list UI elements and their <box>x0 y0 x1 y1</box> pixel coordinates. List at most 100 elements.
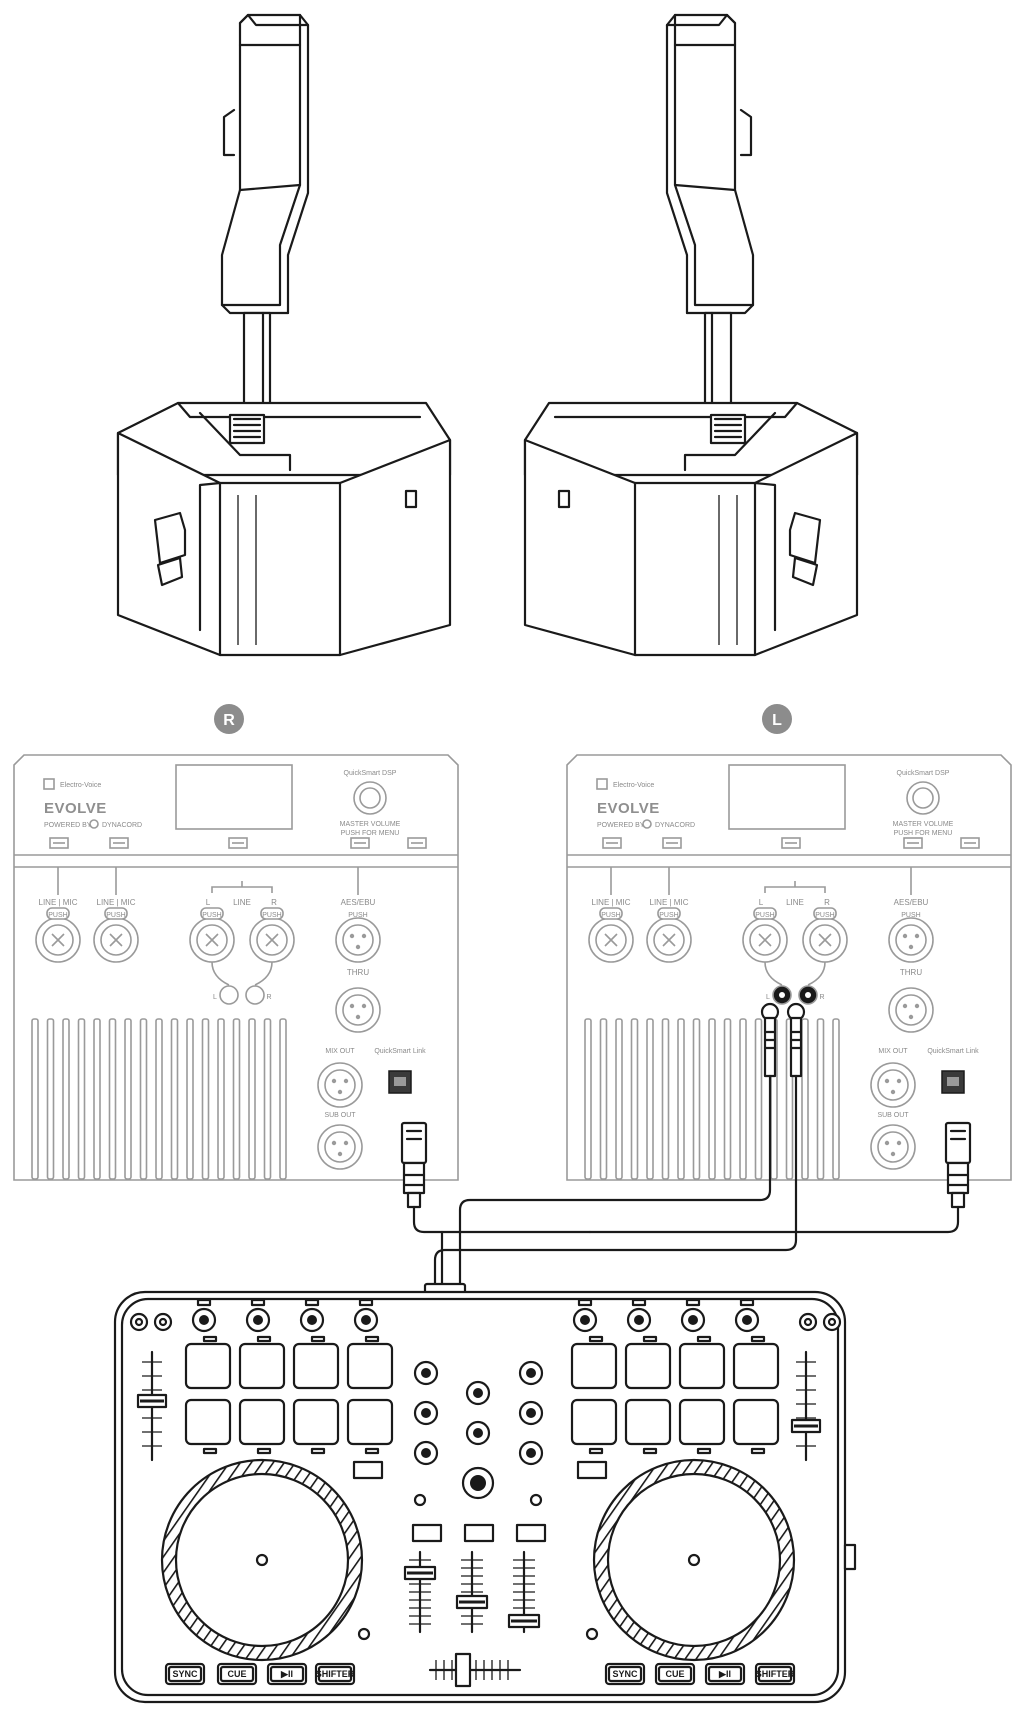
xlr-sub-out <box>317 1124 363 1170</box>
transport-button-label: ▶II <box>718 1669 731 1679</box>
knob-sub-label: PUSH FOR MENU <box>894 830 953 837</box>
speaker-left-illustration <box>523 13 859 657</box>
line-header-label: LINE <box>233 898 251 907</box>
mix-out-label: MIX OUT <box>878 1048 908 1055</box>
thru-label: THRU <box>900 968 922 977</box>
line-l-label: L <box>759 898 764 907</box>
rca-l-label: L <box>213 994 217 1001</box>
cables <box>400 1002 972 1296</box>
sub-out-label: SUB OUT <box>324 1112 356 1119</box>
transport-button-label: SYNC <box>612 1669 638 1679</box>
push-label: PUSH <box>755 912 774 919</box>
speaker-right-illustration <box>116 13 452 657</box>
function-button[interactable] <box>463 1523 495 1543</box>
knob-top-label: QuickSmart DSP <box>344 770 397 777</box>
performance-pad <box>184 1342 232 1390</box>
brand-label: EVOLVE <box>597 800 660 817</box>
function-button[interactable] <box>352 1460 384 1480</box>
line-r-label: R <box>824 898 830 907</box>
thru-label: THRU <box>347 968 369 977</box>
transport-button[interactable]: SYNC <box>164 1662 206 1686</box>
panel-tab <box>781 837 801 849</box>
rca-r-label: R <box>819 994 824 1001</box>
transport-button[interactable]: CUE <box>216 1662 258 1686</box>
master-volume-knob <box>353 781 387 815</box>
panel-tab <box>903 837 923 849</box>
panel-tab <box>407 837 427 849</box>
panel-tab <box>228 837 248 849</box>
master-volume-knob <box>906 781 940 815</box>
push-label: PUSH <box>601 912 620 919</box>
transport-button[interactable]: ▶II <box>266 1662 308 1686</box>
performance-pad <box>292 1398 340 1446</box>
sub-out-label: SUB OUT <box>877 1112 909 1119</box>
quicksmart-link-label: QuickSmart Link <box>374 1048 426 1055</box>
transport-button-label: CUE <box>227 1669 246 1679</box>
line-r-label: R <box>271 898 277 907</box>
performance-pad <box>732 1398 780 1446</box>
mixer-knob <box>518 1400 544 1426</box>
lcd-screen <box>728 764 846 830</box>
performance-pad <box>624 1342 672 1390</box>
input-1-label: LINE | MIC <box>592 898 631 907</box>
xlr-aes-in <box>888 917 934 963</box>
performance-pad <box>184 1398 232 1446</box>
brand-small-label: Electro-Voice <box>613 782 654 789</box>
push-label: PUSH <box>348 912 367 919</box>
performance-pad <box>732 1342 780 1390</box>
brand-small-label: Electro-Voice <box>60 782 101 789</box>
panel-tab <box>350 837 370 849</box>
brand-label: EVOLVE <box>44 800 107 817</box>
transport-button[interactable]: CUE <box>654 1662 696 1686</box>
performance-pad <box>346 1398 394 1446</box>
svg-text:R: R <box>223 712 235 729</box>
knob-top-label: QuickSmart DSP <box>897 770 950 777</box>
transport-button[interactable]: SYNC <box>604 1662 646 1686</box>
function-button[interactable] <box>576 1460 608 1480</box>
xlr-aes-in <box>335 917 381 963</box>
master-volume-label: MASTER VOLUME <box>340 821 401 828</box>
performance-pad <box>570 1342 618 1390</box>
xlr-sub-out <box>870 1124 916 1170</box>
transport-button[interactable]: SHIFTER <box>754 1662 796 1686</box>
performance-pad <box>570 1398 618 1446</box>
knob-sub-label: PUSH FOR MENU <box>341 830 400 837</box>
dynacord-label: DYNACORD <box>102 822 142 829</box>
performance-pad <box>238 1398 286 1446</box>
panel-tab <box>602 837 622 849</box>
line-header-label: LINE <box>786 898 804 907</box>
transport-button[interactable]: SHIFTER <box>314 1662 356 1686</box>
performance-pad <box>238 1342 286 1390</box>
push-label: PUSH <box>202 912 221 919</box>
effect-knob <box>245 1307 271 1333</box>
crossfader-thumb[interactable] <box>454 1652 472 1688</box>
line-l-label: L <box>206 898 211 907</box>
transport-button[interactable]: ▶II <box>704 1662 746 1686</box>
mixer-knob <box>413 1400 439 1426</box>
performance-pad <box>678 1398 726 1446</box>
effect-knob <box>299 1307 325 1333</box>
transport-button-label: SHIFTER <box>756 1669 795 1679</box>
performance-pad <box>678 1342 726 1390</box>
performance-pad <box>624 1398 672 1446</box>
quicksmart-link-label: QuickSmart Link <box>927 1048 979 1055</box>
effect-knob <box>572 1307 598 1333</box>
xlr-mix-out <box>870 1062 916 1108</box>
svg-text:L: L <box>772 712 782 729</box>
transport-button-label: ▶II <box>280 1669 293 1679</box>
transport-button-label: SYNC <box>172 1669 198 1679</box>
input-2-label: LINE | MIC <box>97 898 136 907</box>
panel-tab <box>960 837 980 849</box>
transport-button-label: SHIFTER <box>316 1669 355 1679</box>
effect-knob <box>191 1307 217 1333</box>
performance-pad <box>292 1342 340 1390</box>
dj-controller: SYNC CUE ▶II SHIFTER SYNC CUE ▶II SHIFTER <box>113 1290 857 1704</box>
mixer-knob <box>518 1440 544 1466</box>
function-button[interactable] <box>515 1523 547 1543</box>
dynacord-label: DYNACORD <box>655 822 695 829</box>
function-button[interactable] <box>411 1523 443 1543</box>
